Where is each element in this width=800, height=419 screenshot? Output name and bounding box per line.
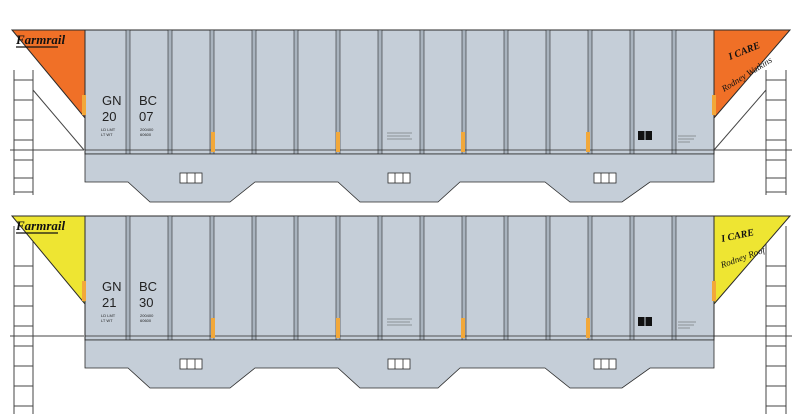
side-rib [671,215,677,341]
side-rib [503,215,509,341]
ladder-icon [10,70,85,195]
outlet-icon [593,358,617,370]
side-rib [545,29,551,155]
outlet-icon [179,358,203,370]
car-number-right: 30 [139,295,153,310]
reporting-mark-left: GN [102,93,122,108]
side-rib [125,29,131,155]
car-side-panel [84,29,715,155]
ladder-icon [714,226,792,414]
reflective-stripes [82,281,716,338]
car-number-left: 21 [102,295,116,310]
side-rib [251,215,257,341]
outlet-icon [387,358,411,370]
farmrail-logo: Farmrail [15,32,66,47]
car-number-left: 20 [102,109,116,124]
side-rib [419,215,425,341]
ladder-icon [713,70,792,195]
reporting-mark-right: BC [139,279,157,294]
data-stencil [678,135,696,143]
side-rib [503,29,509,155]
side-rib [377,29,383,155]
side-rib [293,215,299,341]
side-rib [419,29,425,155]
side-rib [671,29,677,155]
outlet-icon [179,172,203,184]
outlet-icon [593,172,617,184]
side-rib [293,29,299,155]
side-rib [167,215,173,341]
side-rib [629,29,635,155]
reporting-mark-left: GN [102,279,122,294]
side-rib [125,215,131,341]
reflective-stripes [82,95,716,152]
side-rib [629,215,635,341]
farmrail-logo: Farmrail [15,218,66,233]
data-stencil [678,321,696,329]
car-side-panel [84,215,715,341]
side-rib [545,215,551,341]
side-rib [251,29,257,155]
consolidated-stencil [387,132,412,140]
side-rib [167,29,173,155]
reporting-mark-right: BC [139,93,157,108]
side-ribs [125,29,677,155]
side-rib [377,215,383,341]
consolidated-stencil [387,318,412,326]
car-number-right: 07 [139,109,153,124]
outlet-icon [387,172,411,184]
ladder-icon [10,226,84,414]
